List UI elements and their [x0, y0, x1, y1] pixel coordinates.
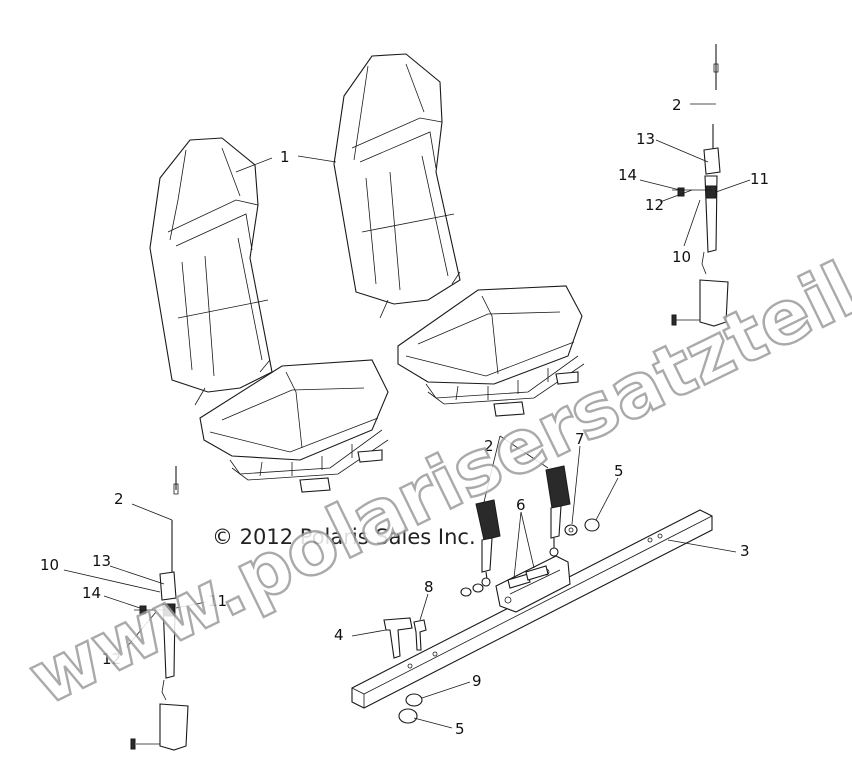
callout-13-right: 13 [636, 130, 655, 148]
callout-5-bottom: 5 [455, 720, 465, 738]
seat-callout-group: 1 [235, 148, 337, 173]
callout-6: 6 [516, 496, 526, 514]
callout-7: 7 [575, 430, 585, 448]
callout-13-left: 13 [92, 552, 111, 570]
callout-11-left: 11 [208, 592, 227, 610]
right-seat [333, 53, 585, 417]
callout-4: 4 [334, 626, 344, 644]
callout-14-right: 14 [618, 166, 637, 184]
belt-assembly-lower-left: 2 13 10 14 11 12 [40, 466, 227, 751]
copyright-notice: © 2012 Polaris Sales Inc. [212, 525, 476, 549]
callout-3: 3 [740, 542, 750, 560]
hardware: 6 7 5 4 8 9 5 [334, 430, 624, 738]
callout-8: 8 [424, 578, 434, 596]
left-seat [149, 137, 389, 493]
callout-10-left: 10 [40, 556, 59, 574]
belt-assembly-upper-right: 2 13 14 11 12 10 [618, 44, 769, 327]
callout-9: 9 [472, 672, 482, 690]
callout-11-right: 11 [750, 170, 769, 188]
callout-2-center: 2 [484, 437, 494, 455]
callout-10-right: 10 [672, 248, 691, 266]
callout-12-right: 12 [645, 196, 664, 214]
callout-12-left: 12 [102, 650, 121, 668]
callout-2-lower-left: 2 [114, 490, 124, 508]
callout-5-top: 5 [614, 462, 624, 480]
callout-1: 1 [280, 148, 290, 166]
cross-bar: 3 [351, 509, 750, 709]
callout-14-left: 14 [82, 584, 101, 602]
belt-buckles-center: 2 [475, 435, 571, 587]
callout-2-upper-right: 2 [672, 96, 682, 114]
